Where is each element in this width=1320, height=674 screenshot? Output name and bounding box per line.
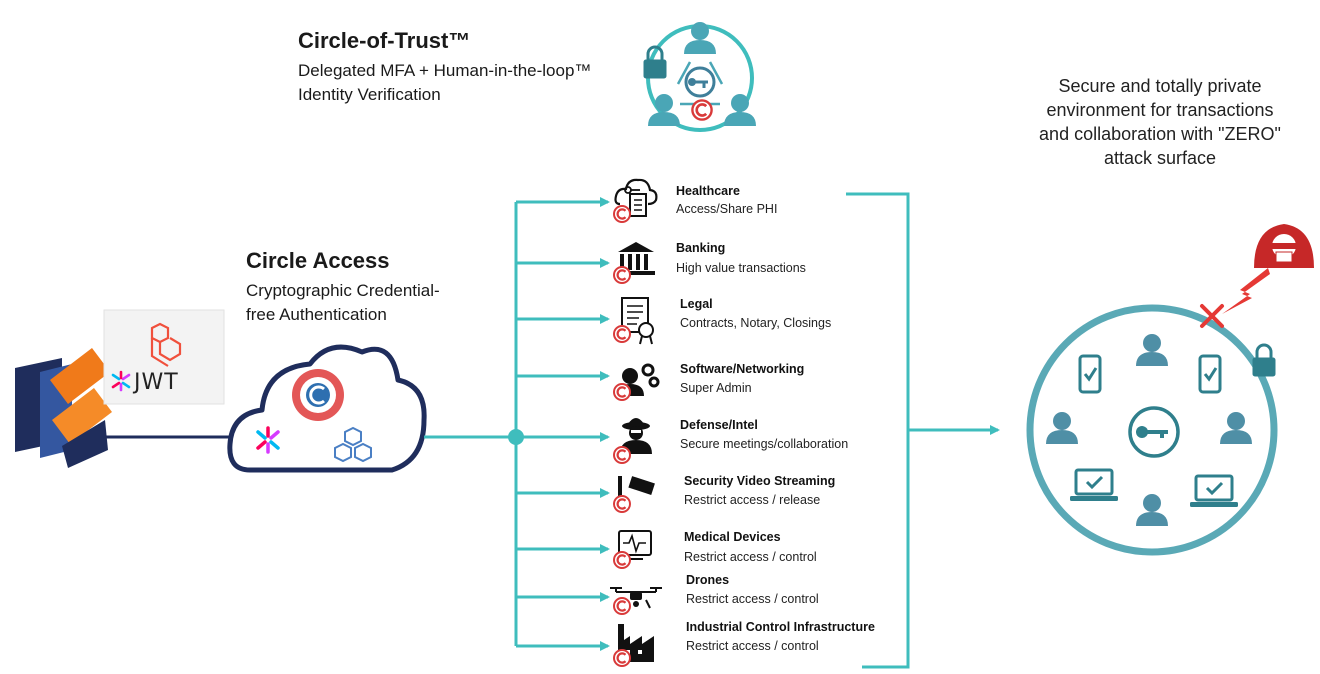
app-logo-icon bbox=[15, 348, 112, 468]
bank-icon bbox=[617, 242, 655, 275]
use-case-subtitle: Restrict access / control bbox=[686, 592, 819, 606]
circle-of-trust-line2: Identity Verification bbox=[298, 85, 441, 104]
secure-line4: attack surface bbox=[1103, 148, 1217, 168]
use-case-title: Medical Devices bbox=[684, 530, 781, 544]
use-case-subtitle: Super Admin bbox=[680, 381, 752, 395]
use-case-title: Software/Networking bbox=[680, 362, 805, 376]
circle-of-trust-title: Circle-of-Trust™ bbox=[298, 28, 471, 53]
hacker-icon bbox=[1254, 224, 1314, 268]
use-case-subtitle: Contracts, Notary, Closings bbox=[680, 316, 832, 330]
secure-environment-caption: Secure and totally private environment f… bbox=[1010, 74, 1310, 170]
laravel-icon bbox=[150, 322, 182, 367]
blocked-x-icon bbox=[1200, 304, 1224, 328]
cloud-document-icon bbox=[614, 178, 658, 217]
jwt-logo-icon bbox=[111, 370, 131, 392]
medical-monitor-icon bbox=[618, 530, 652, 560]
circle-access-line2: free Authentication bbox=[246, 305, 387, 324]
secure-line1: Secure and totally private bbox=[1058, 76, 1262, 96]
circle-of-trust-line1: Delegated MFA + Human-in-the-loop™ bbox=[298, 61, 592, 80]
circle-of-trust-icon bbox=[642, 22, 756, 132]
use-case-title: Industrial Control Infrastructure bbox=[686, 620, 875, 634]
circle-access-cloud-icon bbox=[227, 344, 427, 473]
secure-environment-icon bbox=[1026, 304, 1278, 556]
secure-line3: and collaboration with "ZERO" bbox=[1039, 124, 1281, 144]
branch-arrows bbox=[516, 197, 610, 651]
spy-icon bbox=[620, 418, 652, 454]
use-case-title: Legal bbox=[680, 297, 713, 311]
jwt-label: JWT bbox=[134, 370, 179, 395]
circle-access-title: Circle Access bbox=[246, 248, 390, 273]
circle-access-line1: Cryptographic Credential- bbox=[246, 281, 440, 300]
lightning-icon bbox=[1222, 268, 1270, 314]
use-case-title: Banking bbox=[676, 241, 726, 255]
use-case-subtitle: Restrict access / control bbox=[686, 639, 819, 653]
use-case-subtitle: Access/Share PHI bbox=[676, 202, 778, 216]
use-case-subtitle: Restrict access / release bbox=[684, 493, 821, 507]
certificate-icon bbox=[621, 297, 654, 345]
use-case-title: Security Video Streaming bbox=[684, 474, 836, 488]
use-case-title: Defense/Intel bbox=[680, 418, 758, 432]
use-case-subtitle: High value transactions bbox=[676, 261, 806, 275]
circle-badges bbox=[612, 204, 632, 668]
use-case-title: Healthcare bbox=[676, 184, 740, 198]
use-case-title: Drones bbox=[686, 573, 730, 587]
use-case-subtitle: Restrict access / control bbox=[684, 550, 817, 564]
secure-line2: environment for transactions bbox=[1046, 100, 1274, 120]
use-case-subtitle: Secure meetings/collaboration bbox=[680, 437, 849, 451]
